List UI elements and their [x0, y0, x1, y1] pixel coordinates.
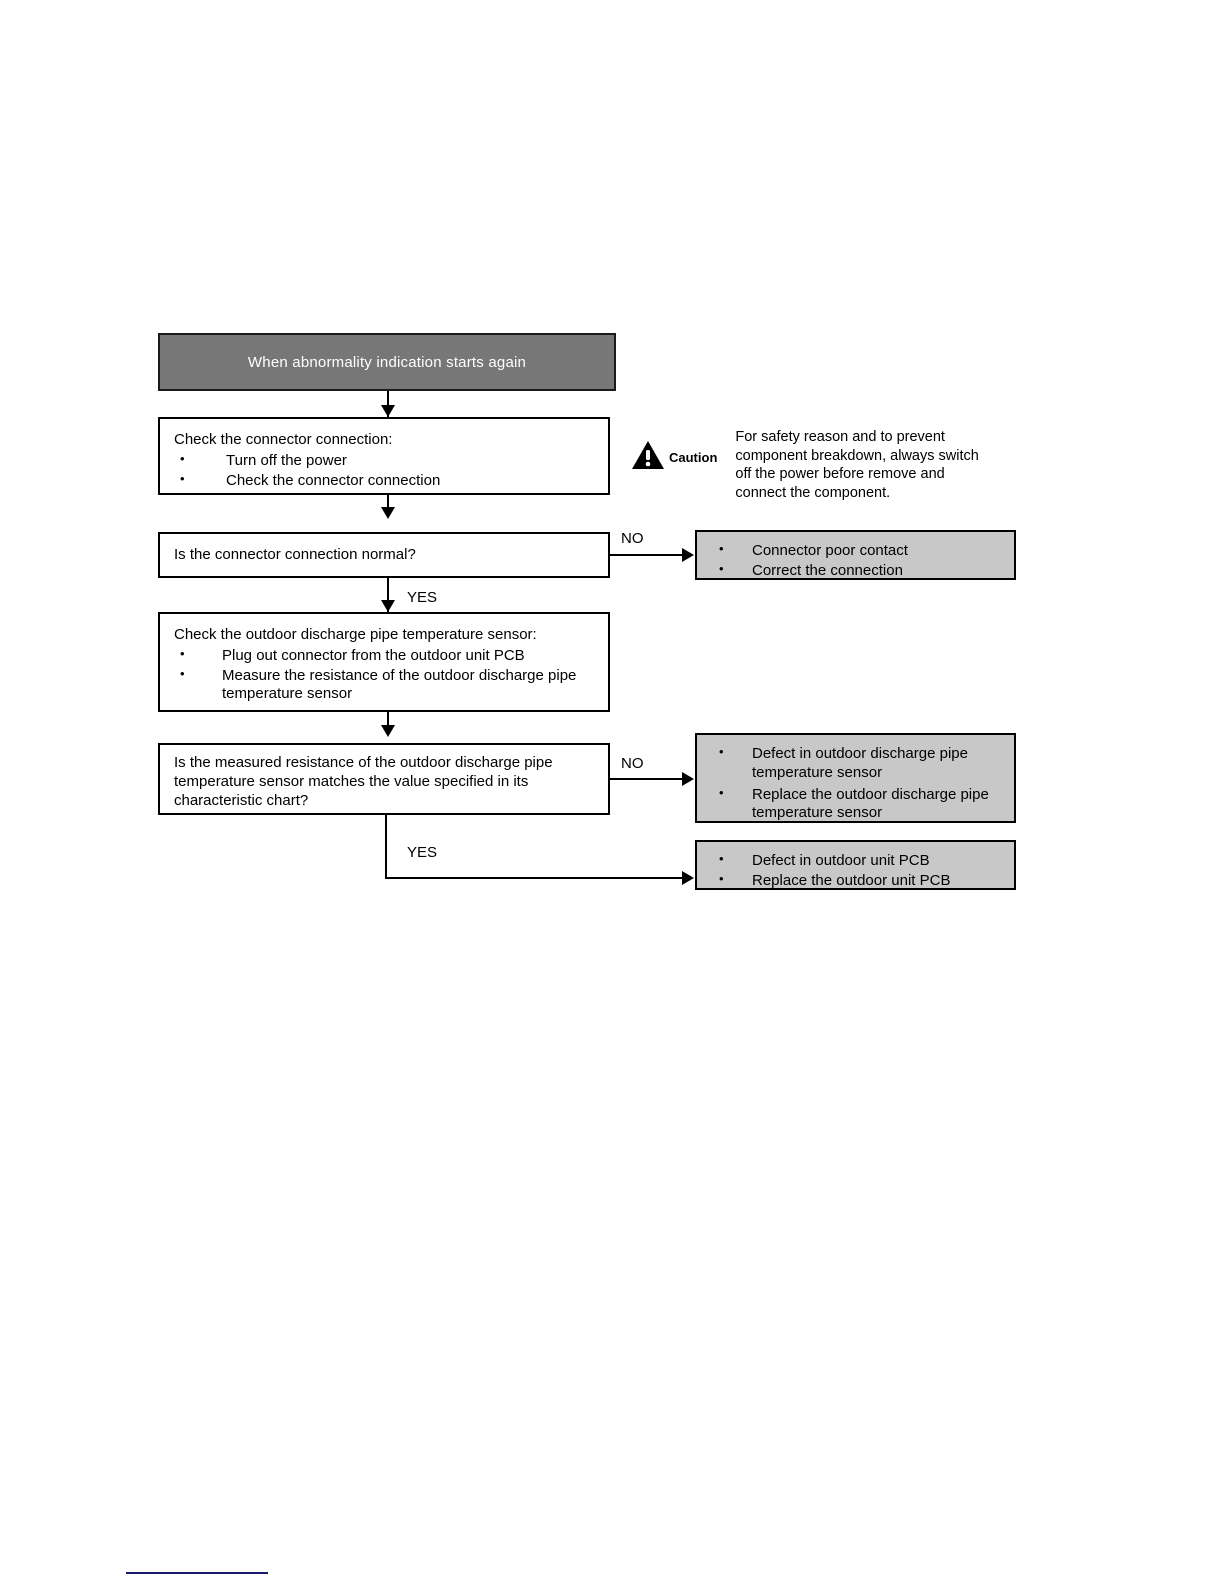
connector-decision2-yes-vertical — [385, 815, 387, 879]
flow-node-step1: Check the connector connection: Turn off… — [158, 417, 610, 495]
list-item: Turn off the power — [174, 451, 598, 471]
flow-node-result1-bullets: Connector poor contact Correct the conne… — [697, 541, 1006, 581]
flow-node-result1: Connector poor contact Correct the conne… — [695, 530, 1016, 580]
list-item: Replace the outdoor discharge pipe tempe… — [697, 785, 992, 824]
list-item: Defect in outdoor unit PCB — [697, 851, 1006, 871]
flow-node-decision2: Is the measured resistance of the outdoo… — [158, 743, 610, 815]
flow-node-header: When abnormality indication starts again — [158, 333, 616, 391]
edge-label-no-1: NO — [621, 530, 644, 547]
flow-node-result2-body: Defect in outdoor discharge pipe tempera… — [697, 735, 1014, 832]
footer-divider — [126, 1572, 268, 1574]
list-item: Check the connector connection — [174, 471, 598, 491]
edge-label-no-2: NO — [621, 755, 644, 772]
list-item: Connector poor contact — [697, 541, 1006, 561]
caution-text: For safety reason and to prevent compone… — [735, 429, 979, 501]
connector-decision2-yes-horizontal — [385, 877, 682, 879]
arrowhead-decision1-to-result1 — [682, 548, 694, 562]
arrowhead-decision2-to-result3 — [682, 871, 694, 885]
flow-node-decision2-body: Is the measured resistance of the outdoo… — [160, 745, 608, 820]
flow-node-result2-bullets: Defect in outdoor discharge pipe tempera… — [697, 744, 1006, 824]
caution-label: Caution — [669, 450, 718, 465]
flow-node-decision2-question: Is the measured resistance of the outdoo… — [174, 754, 553, 809]
arrowhead-step1-to-decision1 — [381, 507, 395, 519]
flow-node-decision1-question: Is the connector connection normal? — [174, 546, 416, 563]
flow-node-decision1: Is the connector connection normal? — [158, 532, 610, 578]
list-item: Correct the connection — [697, 561, 1006, 581]
flow-node-step2-lead: Check the outdoor discharge pipe tempera… — [174, 626, 537, 643]
arrowhead-decision2-to-result2 — [682, 772, 694, 786]
list-item: Defect in outdoor discharge pipe tempera… — [697, 744, 992, 783]
connector-decision2-to-result2 — [610, 778, 682, 780]
flow-node-step1-bullets: Turn off the power Check the connector c… — [174, 451, 598, 491]
arrowhead-header-to-step1 — [381, 405, 395, 417]
arrowhead-decision1-to-step2 — [381, 600, 395, 612]
warning-triangle-icon — [631, 440, 665, 475]
flow-node-decision1-body: Is the connector connection normal? — [160, 534, 608, 575]
flow-node-header-label: When abnormality indication starts again — [247, 353, 527, 371]
caution-marker: Caution — [631, 440, 717, 475]
flow-node-step1-body: Check the connector connection: Turn off… — [160, 419, 608, 501]
flow-node-result2: Defect in outdoor discharge pipe tempera… — [695, 733, 1016, 823]
flow-node-step1-lead: Check the connector connection: — [174, 431, 393, 448]
edge-label-yes-1: YES — [407, 589, 438, 606]
flow-node-result1-body: Connector poor contact Correct the conne… — [697, 532, 1014, 590]
list-item: Plug out connector from the outdoor unit… — [174, 646, 598, 666]
edge-label-yes-2: YES — [407, 844, 438, 861]
flow-node-result3-bullets: Defect in outdoor unit PCB Replace the o… — [697, 851, 1006, 891]
flow-node-step2: Check the outdoor discharge pipe tempera… — [158, 612, 610, 712]
flow-node-result3-body: Defect in outdoor unit PCB Replace the o… — [697, 842, 1014, 900]
arrowhead-step2-to-decision2 — [381, 725, 395, 737]
flow-node-result3: Defect in outdoor unit PCB Replace the o… — [695, 840, 1016, 890]
caution-block: Caution For safety reason and to prevent… — [631, 428, 1011, 502]
connector-step2-to-decision2 — [387, 712, 389, 734]
list-item: Replace the outdoor unit PCB — [697, 871, 1006, 891]
flow-node-step2-bullets: Plug out connector from the outdoor unit… — [174, 646, 598, 705]
connector-decision1-to-step2 — [387, 578, 389, 612]
connector-step1-to-decision1 — [387, 495, 389, 517]
list-item: Measure the resistance of the outdoor di… — [174, 666, 582, 705]
connector-header-to-step1 — [387, 391, 389, 417]
connector-decision1-to-result1 — [610, 554, 682, 556]
flow-node-step2-body: Check the outdoor discharge pipe tempera… — [160, 614, 608, 715]
